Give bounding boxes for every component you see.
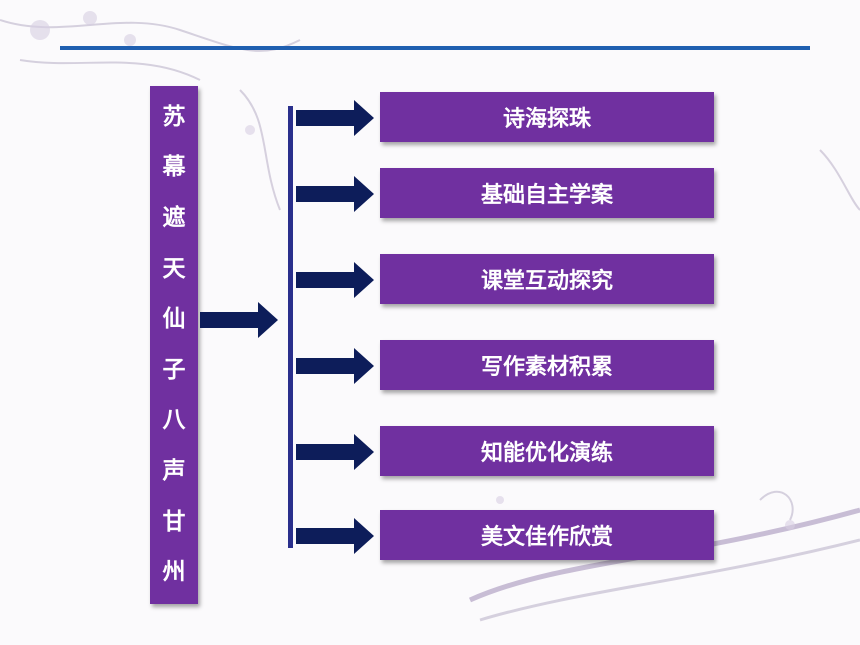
title-char: 苏: [162, 103, 186, 130]
title-char: 仙: [162, 306, 186, 333]
menu-item-poem-appreciation[interactable]: 诗海探珠: [380, 92, 714, 142]
title-char: 遮: [162, 204, 186, 231]
menu-item-self-study-plan[interactable]: 基础自主学案: [380, 168, 714, 218]
title-char: 子: [162, 356, 186, 383]
menu-item-practice-drill[interactable]: 知能优化演练: [380, 426, 714, 476]
title-char: 幕: [162, 154, 186, 181]
title-char: 州: [162, 559, 186, 586]
right-arrow-icon: [296, 262, 374, 298]
right-arrow-icon: [296, 518, 374, 554]
title-char: 八: [162, 407, 186, 434]
right-arrow-icon: [296, 434, 374, 470]
top-divider-line: [60, 46, 810, 50]
menu-item-essay-appreciation[interactable]: 美文佳作欣赏: [380, 510, 714, 560]
menu-item-writing-material[interactable]: 写作素材积累: [380, 340, 714, 390]
right-arrow-icon: [296, 100, 374, 136]
title-char: 声: [162, 457, 186, 484]
right-arrow-icon: [296, 176, 374, 212]
menu-item-class-interaction[interactable]: 课堂互动探究: [380, 254, 714, 304]
title-char: 甘: [162, 508, 186, 535]
branch-connector-line: [288, 106, 293, 548]
title-char: 天: [162, 255, 186, 282]
right-arrow-icon: [296, 348, 374, 384]
poem-title-vertical: 苏 幕 遮 天 仙 子 八 声 甘 州: [150, 86, 198, 604]
right-arrow-icon: [200, 302, 278, 338]
